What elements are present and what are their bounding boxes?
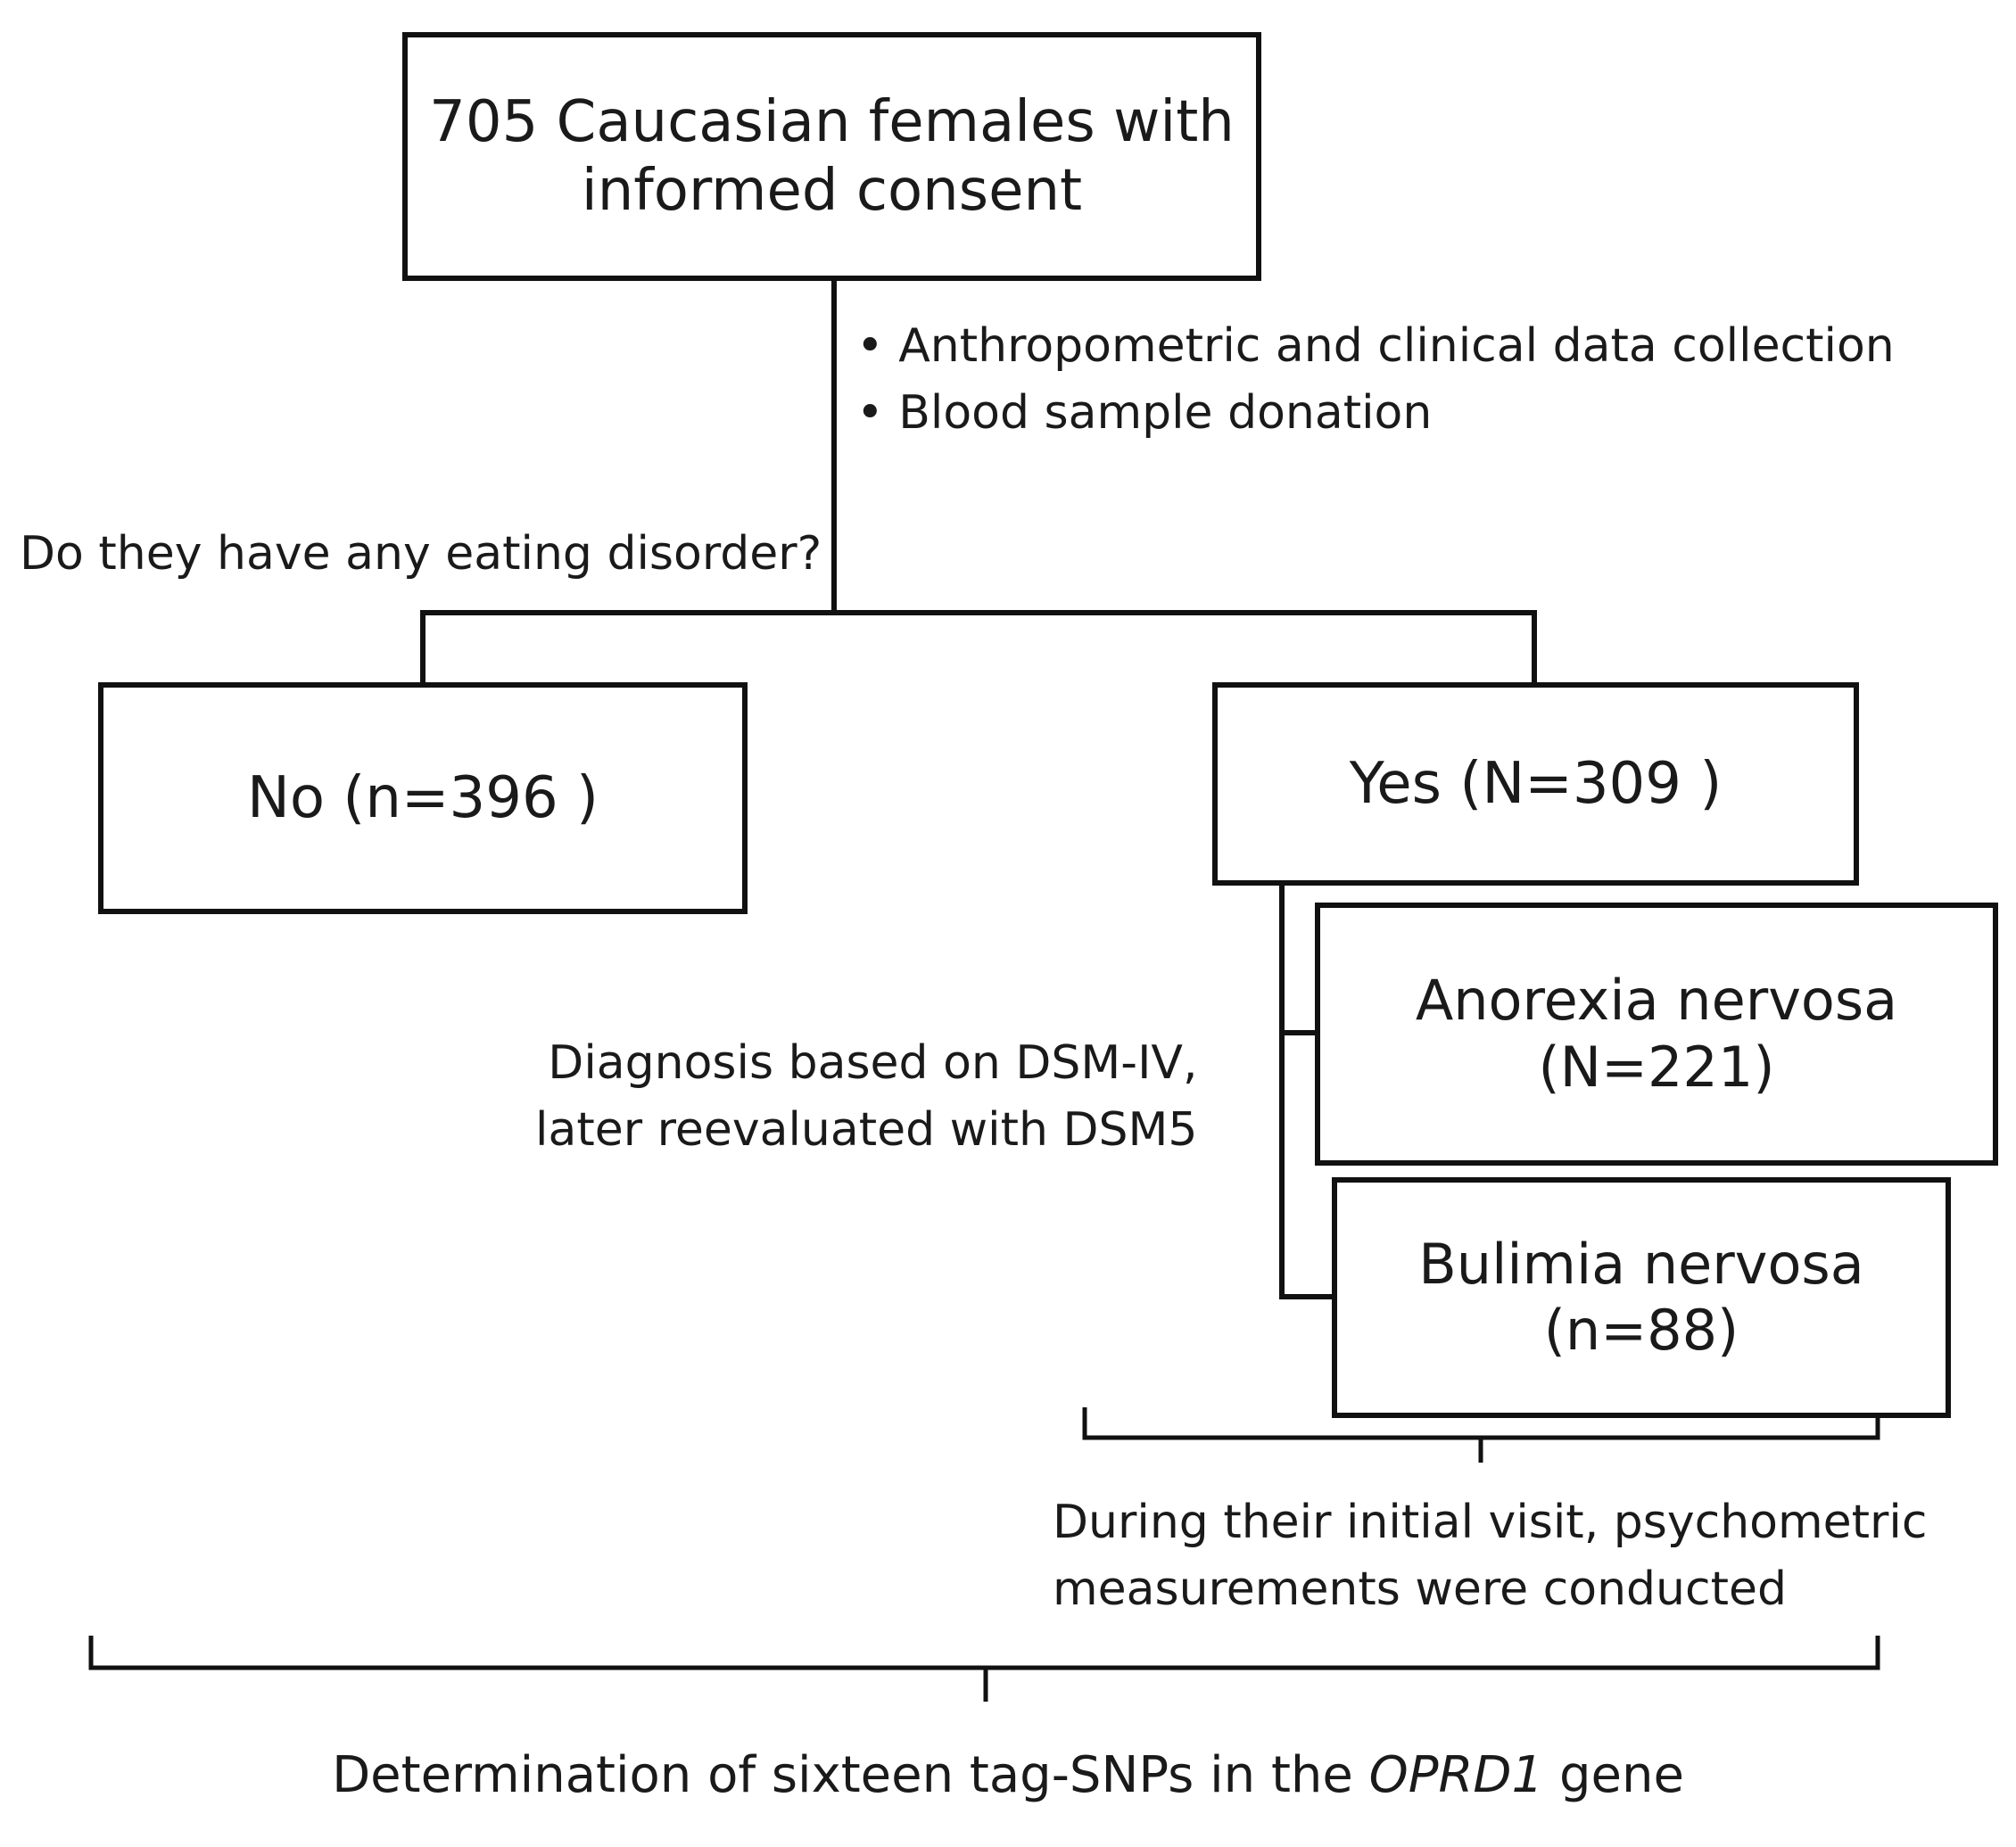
psychometric-note: During their initial visit, psychometric… bbox=[1053, 1489, 1927, 1624]
ed-group-brace bbox=[1082, 1407, 1880, 1463]
all-participants-brace bbox=[88, 1636, 1880, 1702]
participants-box: 705 Caucasian females with informed cons… bbox=[402, 32, 1261, 281]
final-step-gene: OPRD1 bbox=[1368, 1746, 1544, 1804]
no-ed-label: No (n=396 ) bbox=[247, 764, 599, 831]
anorexia-label: Anorexia nervosa bbox=[1415, 968, 1898, 1034]
diagnosis-note-line2: later reevaluated with DSM5 bbox=[535, 1103, 1198, 1158]
eating-disorder-question: Do they have any eating disorder? bbox=[20, 527, 822, 581]
collection-notes: • Anthropometric and clinical data colle… bbox=[856, 313, 1895, 448]
diagnosis-note: Diagnosis based on DSM-IV, later reevalu… bbox=[535, 1030, 1198, 1165]
anorexia-count: (N=221) bbox=[1538, 1034, 1775, 1100]
final-step-suffix: gene bbox=[1543, 1746, 1684, 1804]
yes-ed-box: Yes (N=309 ) bbox=[1212, 682, 1859, 886]
collection-note-anthropometric: • Anthropometric and clinical data colle… bbox=[856, 319, 1895, 373]
bulimia-count: (n=88) bbox=[1543, 1298, 1739, 1363]
bulimia-box: Bulimia nervosa (n=88) bbox=[1332, 1177, 1951, 1418]
no-ed-box: No (n=396 ) bbox=[98, 682, 748, 914]
final-step: Determination of sixteen tag-SNPs in the… bbox=[0, 1746, 2016, 1804]
psychometric-note-line2: measurements were conducted bbox=[1053, 1563, 1787, 1617]
yes-ed-label: Yes (N=309 ) bbox=[1349, 750, 1723, 817]
collection-note-blood: • Blood sample donation bbox=[856, 386, 1433, 441]
psychometric-note-line1: During their initial visit, psychometric bbox=[1053, 1496, 1928, 1549]
participants-line2: informed consent bbox=[581, 157, 1083, 224]
final-step-prefix: Determination of sixteen tag-SNPs in the bbox=[332, 1746, 1369, 1804]
participants-line1: 705 Caucasian females with bbox=[429, 88, 1235, 155]
diagnosis-note-line1: Diagnosis based on DSM-IV, bbox=[548, 1036, 1198, 1090]
anorexia-box: Anorexia nervosa (N=221) bbox=[1315, 903, 1998, 1166]
bulimia-label: Bulimia nervosa bbox=[1418, 1231, 1864, 1297]
